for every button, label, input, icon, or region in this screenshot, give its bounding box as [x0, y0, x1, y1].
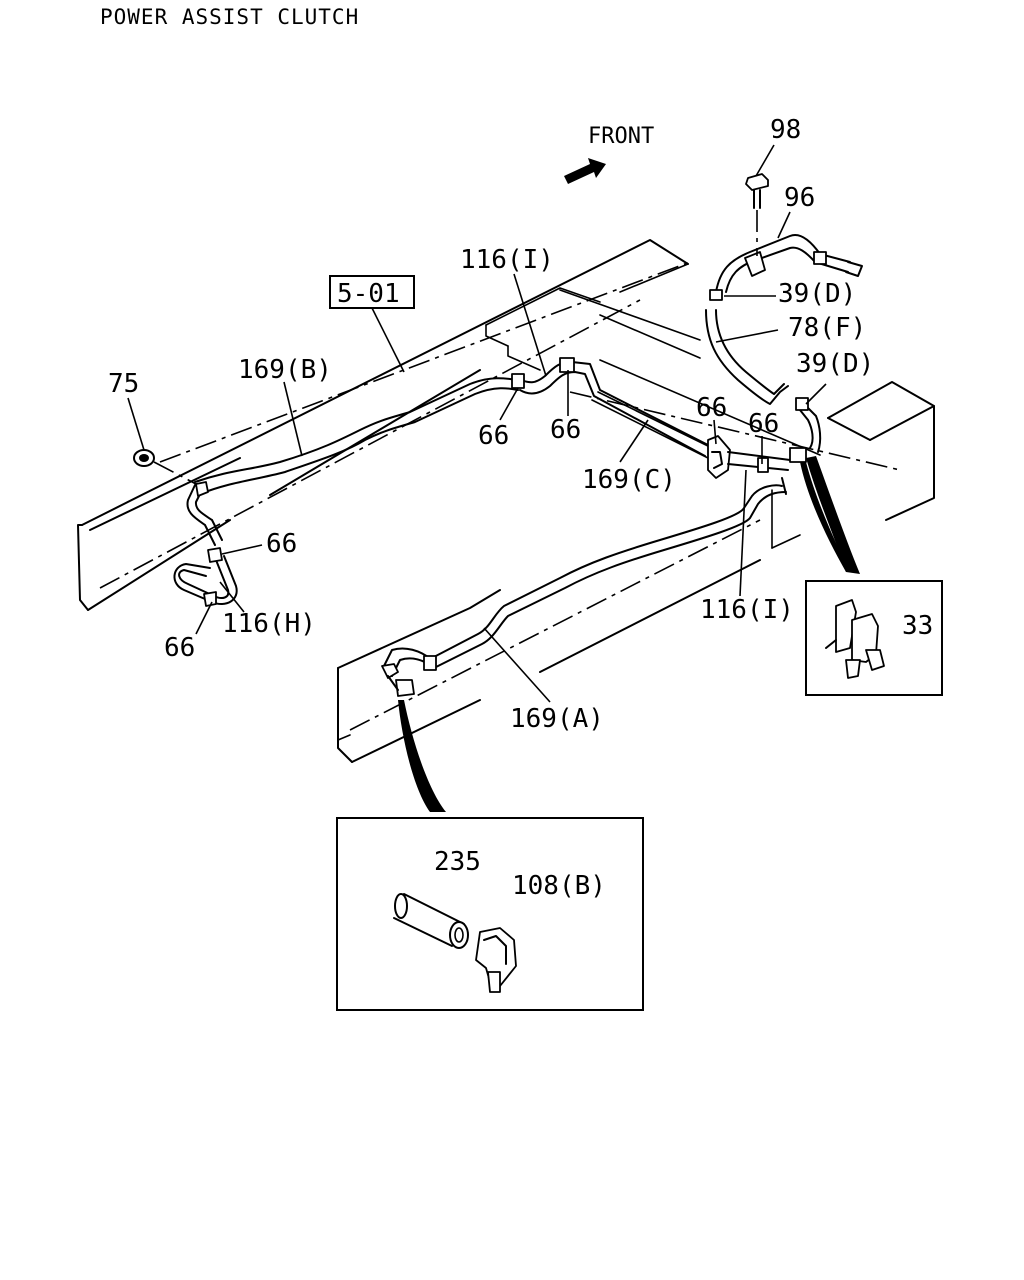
pipe-116i-upper[interactable]	[511, 357, 711, 457]
clip-66[interactable]	[195, 481, 209, 497]
nut-75[interactable]	[133, 449, 197, 485]
callout-sweep-clip-33	[800, 456, 860, 574]
pipe-96[interactable]	[715, 234, 863, 293]
label-108b: 108(B)	[512, 871, 606, 901]
reference-box[interactable]: 5-01	[329, 275, 415, 309]
pipe-169c[interactable]	[591, 391, 713, 459]
label-66: 66	[748, 409, 779, 439]
pipe-169b[interactable]	[186, 377, 519, 546]
pipe-169a-end-fitting[interactable]	[381, 647, 437, 697]
pipe-fitting	[559, 357, 575, 373]
detail-box-clip-33[interactable]	[805, 580, 943, 696]
pipe-fitting	[511, 373, 525, 389]
diagram-title: POWER ASSIST CLUTCH	[100, 5, 359, 29]
clip-108b[interactable]	[475, 927, 517, 993]
junction-bracket[interactable]	[707, 435, 807, 479]
detail-box-sleeve[interactable]	[336, 817, 644, 1011]
clip-66[interactable]	[203, 591, 217, 607]
label-169b: 169(B)	[238, 355, 332, 385]
label-116h: 116(H)	[222, 609, 316, 639]
label-66: 66	[164, 633, 195, 663]
reference-label: 5-01	[337, 279, 400, 309]
frame-rail-lower	[337, 519, 761, 763]
callout-sweep-end-fitting	[398, 700, 446, 812]
reference-leader	[371, 307, 405, 373]
clip-66[interactable]	[207, 547, 223, 563]
label-66: 66	[478, 421, 509, 451]
label-66: 66	[550, 415, 581, 445]
pipe-116h[interactable]	[173, 555, 238, 605]
pipe-169a[interactable]	[431, 477, 787, 669]
leader-lines	[127, 144, 901, 945]
label-96: 96	[784, 183, 815, 213]
pipe-right-riser[interactable]	[709, 289, 822, 453]
label-66: 66	[696, 393, 727, 423]
front-arrow-icon	[564, 158, 606, 184]
label-169a: 169(A)	[510, 704, 604, 734]
label-116i-lower: 116(I)	[700, 595, 794, 625]
hose-78f[interactable]	[705, 309, 789, 405]
label-78f: 78(F)	[788, 313, 866, 343]
sleeve-235[interactable]	[393, 893, 469, 949]
frame-rail-upper	[77, 239, 701, 611]
label-235: 235	[434, 847, 481, 877]
label-66: 66	[266, 529, 297, 559]
bolt-98[interactable]	[745, 173, 769, 256]
label-39d-upper: 39(D)	[778, 279, 856, 309]
label-33: 33	[902, 611, 933, 641]
front-label: FRONT	[588, 124, 654, 149]
label-98: 98	[770, 115, 801, 145]
label-75: 75	[108, 369, 139, 399]
label-169c: 169(C)	[582, 465, 676, 495]
label-39d-lower: 39(D)	[796, 349, 874, 379]
label-116i-upper: 116(I)	[460, 245, 554, 275]
